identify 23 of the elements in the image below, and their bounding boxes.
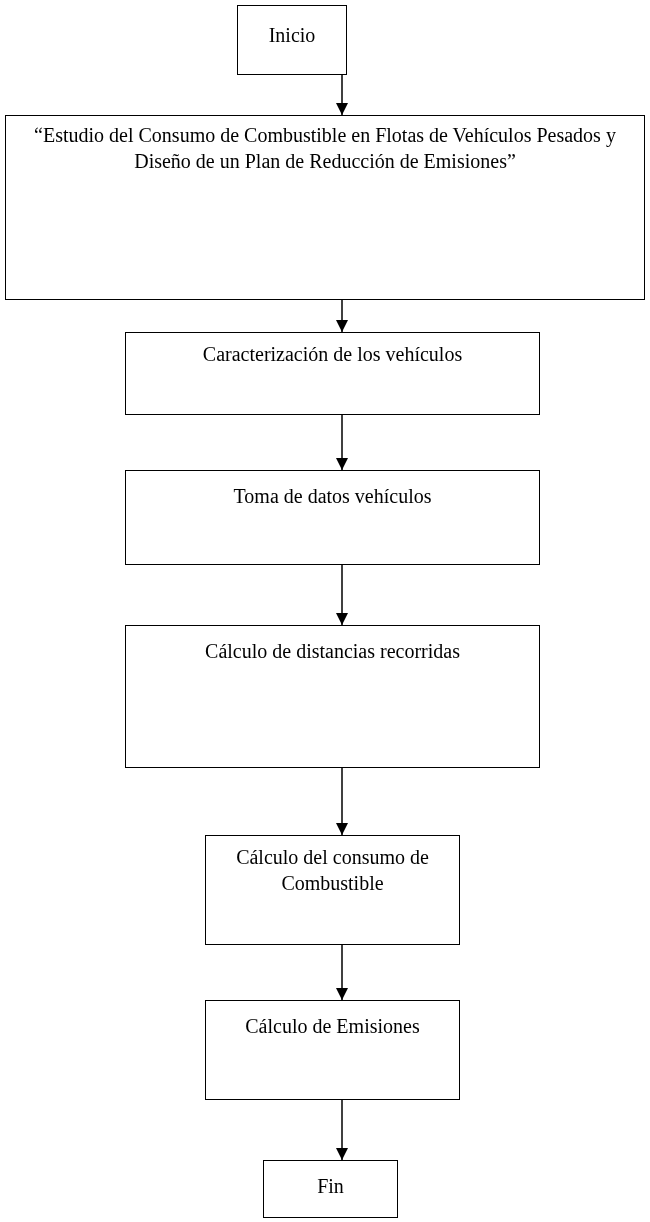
box-label: Cálculo de Emisiones xyxy=(245,1014,420,1039)
arrow xyxy=(336,564,348,626)
box-label: Inicio xyxy=(268,23,316,48)
arrow xyxy=(336,299,348,333)
box-label: Caracterización de los vehículos xyxy=(202,342,463,367)
box-label: Cálculo del consumo de Combustible xyxy=(235,845,430,896)
arrow xyxy=(336,1099,348,1161)
process-box xyxy=(125,332,540,415)
process-box xyxy=(5,115,645,300)
process-box xyxy=(205,835,460,945)
box-label: “Estudio del Consumo de Combustible en Flotas de Vehículos Pesados y Diseño de un Plan de Reducción de Emisiones” xyxy=(33,123,617,174)
box-label: Toma de datos vehículos xyxy=(233,484,432,509)
arrow xyxy=(336,767,348,836)
process-box xyxy=(263,1160,398,1218)
process-box xyxy=(237,5,347,75)
process-box xyxy=(205,1000,460,1100)
box-label: Cálculo de distancias recorridas xyxy=(205,639,460,664)
arrow xyxy=(336,944,348,1001)
process-box xyxy=(125,625,540,768)
arrow xyxy=(336,414,348,471)
box-label: Fin xyxy=(317,1174,344,1199)
arrow xyxy=(336,74,348,116)
process-box xyxy=(125,470,540,565)
